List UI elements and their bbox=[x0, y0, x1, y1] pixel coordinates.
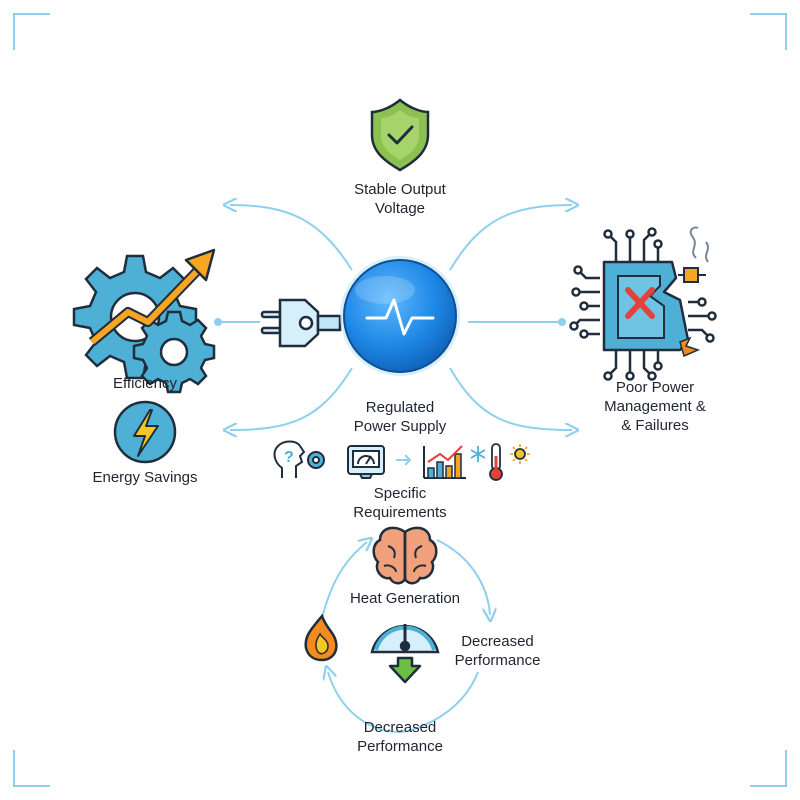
decreased-right-line2: Performance bbox=[454, 652, 541, 669]
decreased-bottom-line2: Performance bbox=[357, 738, 443, 755]
stable-output-line1: Stable Output bbox=[354, 181, 446, 198]
efficiency-text: Efficiency bbox=[113, 375, 177, 392]
poor-power-line1: Poor Power bbox=[615, 379, 695, 396]
corner-brackets bbox=[13, 13, 787, 787]
decreased-performance-right-label: Decreased Performance bbox=[440, 632, 555, 670]
lightning-icon bbox=[113, 400, 177, 464]
power-supply-line1: Regulated bbox=[365, 399, 435, 416]
decreased-bottom-line1: Decreased bbox=[363, 719, 437, 736]
bar-chart-icon bbox=[423, 445, 466, 479]
connector-bottom-right bbox=[449, 367, 572, 430]
connector-dot-left bbox=[214, 318, 222, 326]
heat-generation-text: Heat Generation bbox=[349, 590, 461, 607]
brain-icon bbox=[372, 526, 438, 585]
snowflake-thermometer-sun-icon bbox=[470, 443, 530, 481]
energy-savings-text: Energy Savings bbox=[92, 469, 198, 486]
requirements-line1: Specific bbox=[373, 485, 427, 502]
connector-top-right bbox=[449, 205, 572, 271]
requirements-line2: Requirements bbox=[353, 504, 447, 521]
energy-savings-label: Energy Savings bbox=[80, 468, 210, 487]
stable-output-line2: Voltage bbox=[374, 200, 426, 217]
shield-check-icon bbox=[370, 98, 430, 172]
poor-power-line3: & Failures bbox=[621, 417, 689, 434]
connector-bottom-left bbox=[230, 367, 353, 430]
stable-output-label: Stable Output Voltage bbox=[340, 180, 460, 218]
decreased-right-line1: Decreased bbox=[461, 633, 534, 650]
plug-icon bbox=[260, 298, 342, 348]
small-arrow-icon bbox=[396, 454, 412, 466]
poor-power-line2: Management & bbox=[604, 398, 706, 415]
waveform-icon bbox=[365, 298, 435, 336]
gears-growth-icon bbox=[72, 248, 216, 394]
connector-top-left bbox=[230, 205, 353, 271]
connector-dot-right bbox=[558, 318, 566, 326]
power-supply-label: Regulated Power Supply bbox=[330, 398, 470, 436]
head-gear-icon: ? bbox=[273, 440, 325, 478]
cycle-arrows bbox=[321, 540, 490, 734]
speedometer-icon bbox=[370, 624, 440, 684]
svg-text:?: ? bbox=[284, 449, 294, 466]
power-supply-hub bbox=[340, 256, 460, 376]
poor-power-label: Poor Power Management & & Failures bbox=[580, 378, 730, 435]
broken-chip-icon bbox=[569, 226, 717, 381]
flame-icon bbox=[304, 613, 338, 662]
specific-requirements-label: Specific Requirements bbox=[330, 484, 470, 522]
connector-lines bbox=[218, 205, 572, 430]
power-supply-line2: Power Supply bbox=[353, 418, 447, 435]
heat-generation-label: Heat Generation bbox=[340, 589, 470, 608]
decreased-performance-bottom-label: Decreased Performance bbox=[340, 718, 460, 756]
efficiency-label: Efficiency bbox=[85, 374, 205, 393]
monitor-gauge-icon bbox=[347, 445, 385, 479]
